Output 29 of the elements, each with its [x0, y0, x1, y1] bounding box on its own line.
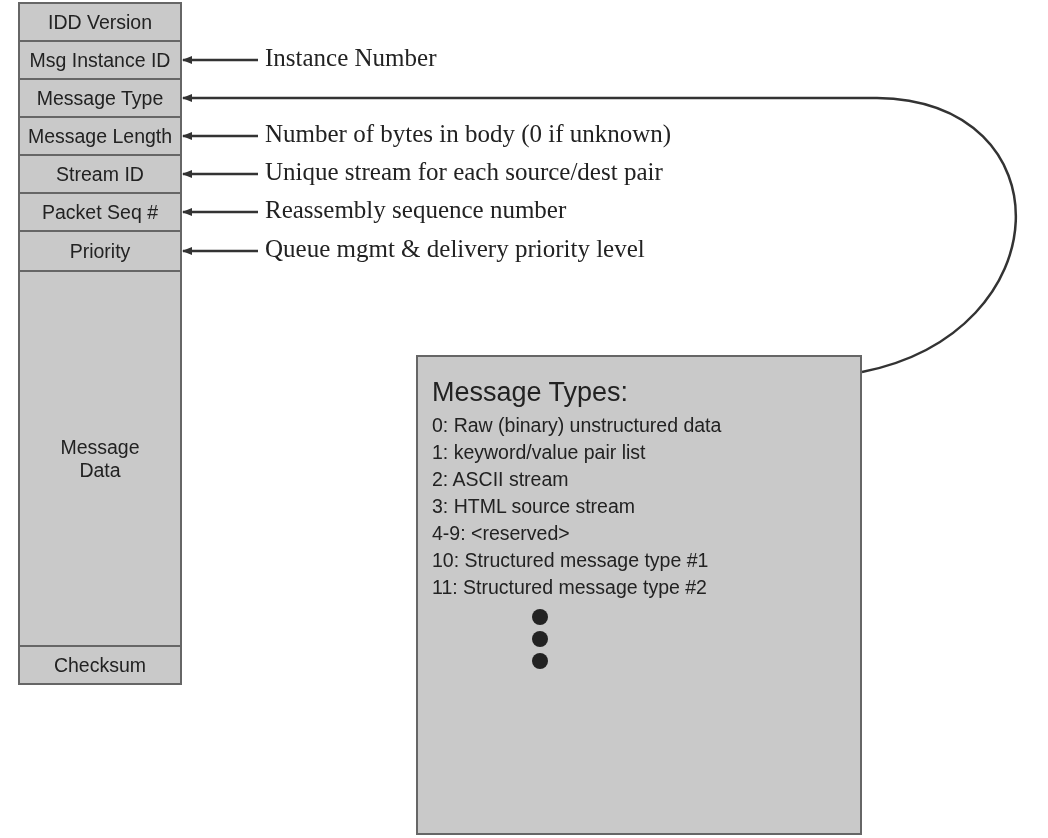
field-box: Message Length: [18, 116, 182, 156]
field-box: Priority: [18, 230, 182, 272]
field-box: Message Type: [18, 78, 182, 118]
list-item: 4-9: <reserved>: [432, 521, 570, 546]
list-item: 0: Raw (binary) unstructured data: [432, 413, 722, 438]
field-box: Checksum: [18, 645, 182, 685]
arrow: [182, 94, 1017, 374]
list-item: 11: Structured message type #2: [432, 575, 707, 600]
panel-heading: Message Types:: [432, 377, 629, 408]
list-item: 2: ASCII stream: [432, 467, 569, 492]
field-box: Message Data: [18, 270, 182, 647]
annotation-text: Unique stream for each source/dest pair: [265, 158, 663, 186]
annotation-text: Queue mgmt & delivery priority level: [265, 235, 645, 263]
arrow: [182, 56, 258, 64]
annotation-text: Number of bytes in body (0 if unknown): [265, 120, 672, 148]
list-item: 10: Structured message type #1: [432, 548, 709, 573]
arrow: [182, 208, 258, 216]
legend-panel: [416, 355, 862, 835]
field-box: Msg Instance ID: [18, 40, 182, 80]
field-box: Packet Seq #: [18, 192, 182, 232]
arrow: [182, 247, 258, 255]
field-box: IDD Version: [18, 2, 182, 42]
arrow: [182, 132, 258, 140]
annotation-text: Reassembly sequence number: [265, 196, 567, 224]
annotation-text: Instance Number: [265, 44, 437, 72]
arrow: [182, 170, 258, 178]
list-item: 3: HTML source stream: [432, 494, 635, 519]
list-item: 1: keyword/value pair list: [432, 440, 646, 465]
field-box: Stream ID: [18, 154, 182, 194]
